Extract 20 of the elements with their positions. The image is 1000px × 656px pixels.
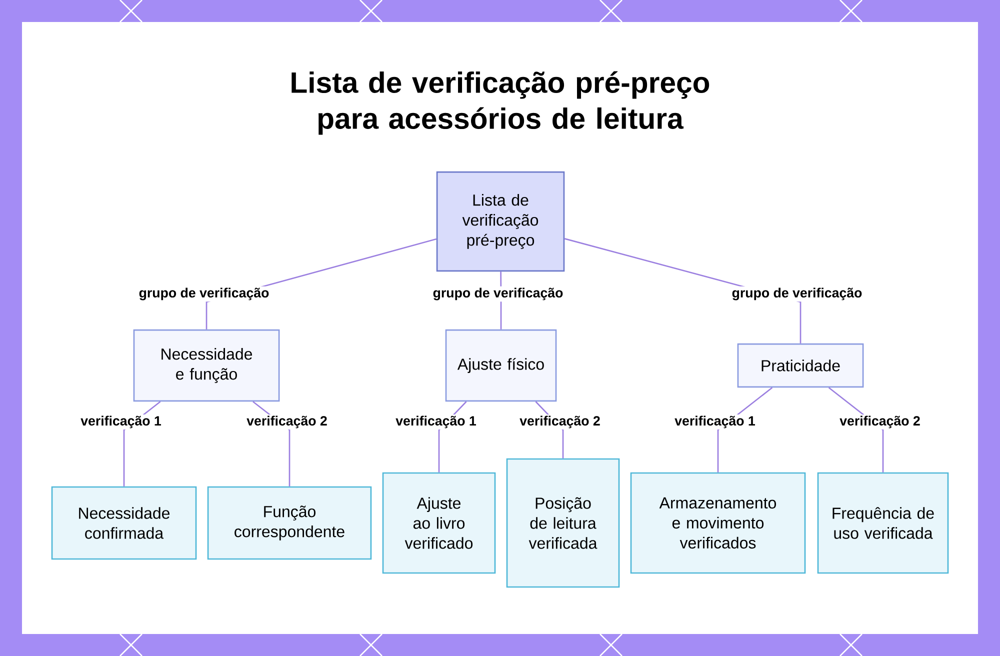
edge-label: verificação 1 bbox=[79, 414, 163, 430]
check-box: Função correspondente bbox=[207, 486, 372, 560]
title: Lista de verificação pré-preço para acessórios de leitura bbox=[292, 71, 710, 135]
root-box: Lista de verificação pré-preço bbox=[436, 171, 565, 272]
edge-label: grupo de verificação bbox=[137, 286, 271, 302]
check-box: Posição de leitura verificada bbox=[506, 458, 620, 588]
edge-label: verificação 1 bbox=[394, 414, 478, 430]
edge-label: verificação 2 bbox=[518, 414, 602, 430]
group-box: Ajuste físico bbox=[445, 329, 557, 402]
check-box: Ajuste ao livro verificado bbox=[382, 472, 496, 574]
edge-label: verificação 2 bbox=[245, 414, 329, 430]
check-box: Necessidade confirmada bbox=[51, 486, 197, 560]
group-box: Necessidade e função bbox=[133, 329, 280, 402]
edge-label: verificação 1 bbox=[673, 414, 757, 430]
check-box: Armazenamento e movimento verificados bbox=[630, 472, 806, 574]
edge-label: verificação 2 bbox=[838, 414, 922, 430]
group-box: Praticidade bbox=[737, 343, 864, 388]
edge-label: grupo de verificação bbox=[730, 286, 864, 302]
edge-label: grupo de verificação bbox=[431, 286, 565, 302]
check-box: Frequência de uso verificada bbox=[817, 472, 949, 574]
